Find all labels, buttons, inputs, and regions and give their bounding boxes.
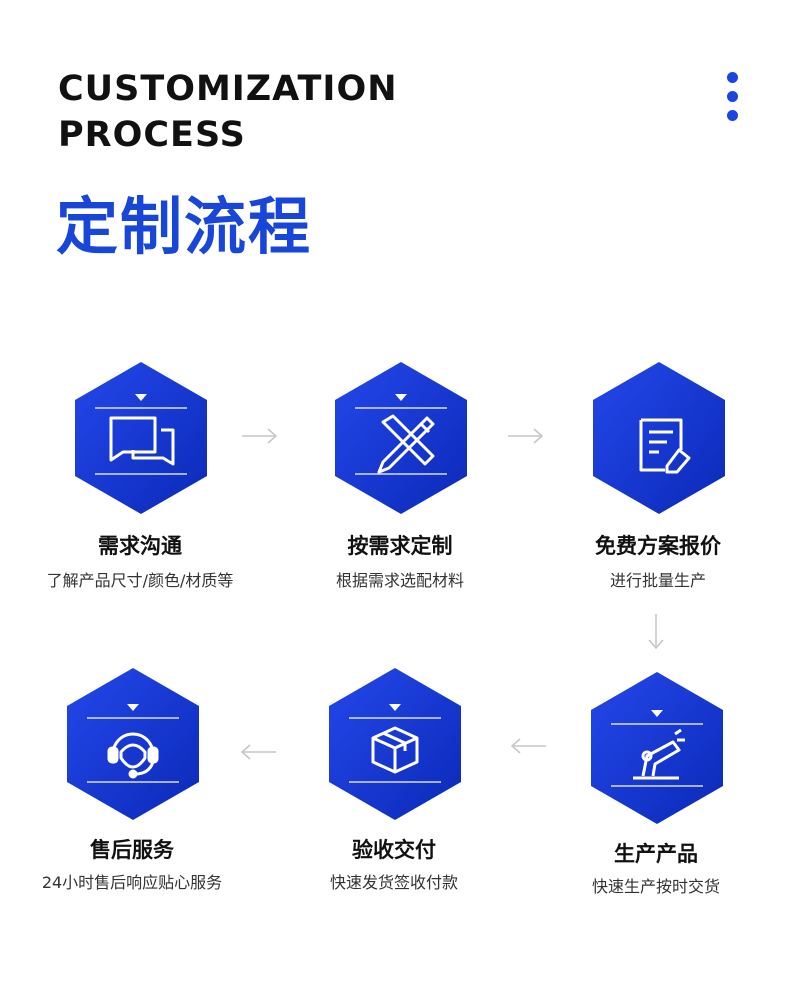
step-desc: 了解产品尺寸/颜色/材质等 [46, 571, 234, 590]
title-en-line2: PROCESS [58, 115, 246, 155]
more-dots-icon [727, 72, 739, 129]
step-label: 生产产品 [614, 842, 698, 866]
hexagon-badge [329, 668, 461, 820]
arrow-right-icon [242, 428, 278, 444]
step-desc: 根据需求选配材料 [335, 571, 464, 590]
arrow-down-icon [648, 614, 664, 650]
title-en: CUSTOMIZATION PROCESS [58, 66, 397, 158]
step-label: 需求沟通 [98, 534, 182, 558]
step-6: 售后服务 24小时售后响应贴心服务 [42, 668, 222, 908]
step-desc: 快速发货签收付款 [329, 873, 458, 892]
step-label: 售后服务 [90, 838, 174, 862]
robot-arm-icon [633, 728, 685, 780]
chat-bubbles-icon [109, 416, 175, 466]
step-desc: 进行批量生产 [609, 571, 706, 590]
hexagon-badge [67, 668, 199, 820]
title-cn: 定制流程 [56, 190, 313, 263]
title-en-line1: CUSTOMIZATION [58, 69, 398, 109]
step-label: 验收交付 [352, 838, 436, 862]
step-5: 验收交付 快速发货签收付款 [304, 668, 484, 908]
step-4: 生产产品 快速生产按时交货 [566, 672, 746, 912]
hexagon-badge [593, 362, 725, 514]
step-label: 按需求定制 [347, 534, 453, 558]
headset-agent-icon [107, 732, 159, 779]
step-desc: 快速生产按时交货 [591, 877, 720, 896]
pencil-ruler-icon [377, 414, 435, 474]
step-1: 需求沟通 了解产品尺寸/颜色/材质等 [47, 362, 233, 602]
arrow-right-icon [508, 428, 544, 444]
step-3: 免费方案报价 进行批量生产 [568, 362, 748, 602]
quote-document-icon [639, 418, 691, 474]
step-label: 免费方案报价 [595, 534, 721, 558]
hexagon-badge [75, 362, 207, 514]
hexagon-badge [335, 362, 467, 514]
package-box-icon [371, 726, 419, 774]
arrow-left-icon [240, 744, 276, 760]
hexagon-badge [591, 672, 723, 824]
arrow-left-icon [510, 738, 546, 754]
step-2: 按需求定制 根据需求选配材料 [310, 362, 490, 602]
step-desc: 24小时售后响应贴心服务 [41, 873, 223, 892]
